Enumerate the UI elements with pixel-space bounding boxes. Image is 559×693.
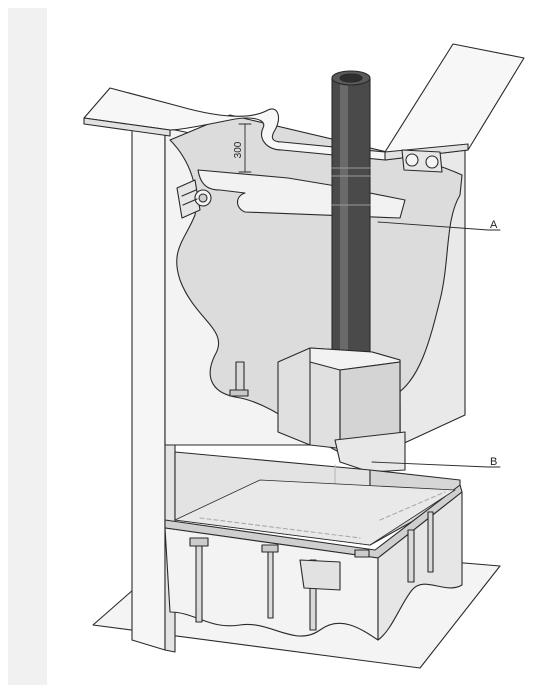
hearth-top bbox=[174, 479, 456, 546]
flue-pipe bbox=[331, 70, 371, 375]
top-ceiling-plate bbox=[83, 43, 525, 161]
support-legs bbox=[189, 511, 434, 631]
lower-enclosure-side bbox=[377, 491, 463, 641]
callout-a-label: A bbox=[490, 219, 498, 231]
callout-a-leader bbox=[377, 221, 489, 231]
rear-column bbox=[131, 121, 166, 651]
flue-connection-box bbox=[277, 347, 401, 453]
burner-strip-2 bbox=[379, 491, 446, 521]
dimension-label: 300 bbox=[233, 141, 244, 158]
control-sensor bbox=[229, 361, 249, 397]
top-ceiling-plate-edge bbox=[83, 117, 171, 137]
left-margin-strip bbox=[8, 8, 47, 685]
burner-strip bbox=[199, 517, 361, 539]
callout-b-label: B bbox=[490, 456, 497, 468]
vent-grille-left bbox=[176, 179, 212, 219]
vent-grille-right bbox=[401, 149, 443, 173]
callout-b-leader bbox=[371, 461, 489, 468]
fire-chamber-band bbox=[334, 431, 406, 473]
